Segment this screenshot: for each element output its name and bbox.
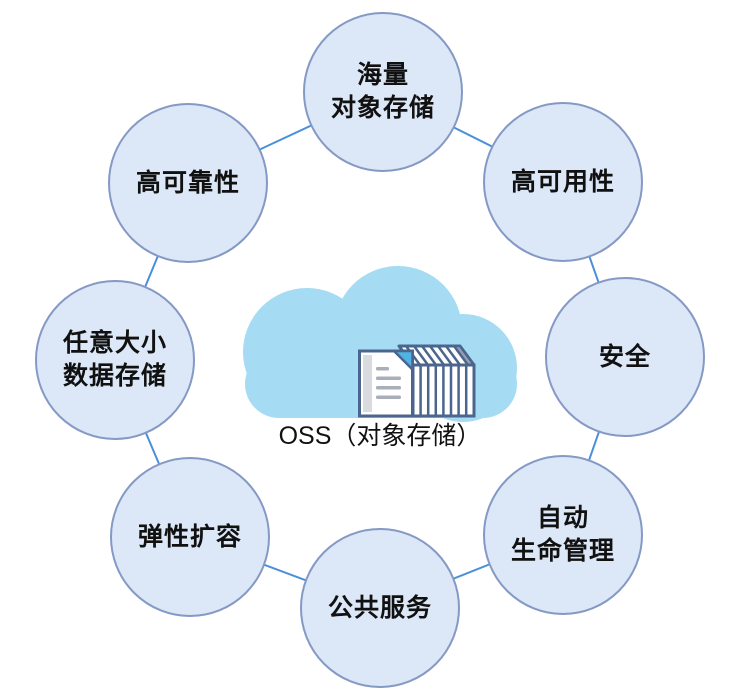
node-label: 高可靠性 — [135, 168, 240, 197]
node-label: 数据存储 — [62, 362, 167, 390]
node-label: 自动 — [536, 504, 589, 532]
node-label: 生命管理 — [510, 537, 615, 565]
node-any-size-data-storage: 任意大小 数据存储 — [35, 280, 195, 440]
node-label: 公共服务 — [327, 593, 432, 622]
node-public-service: 公共服务 — [300, 528, 460, 688]
node-label: 任意大小 — [62, 329, 167, 357]
document-stack-icon — [358, 344, 476, 418]
node-high-availability: 高可用性 — [483, 102, 643, 262]
node-label: 海量 — [356, 61, 409, 89]
node-label: 弹性扩容 — [137, 522, 242, 551]
node-elastic-scaling: 弹性扩容 — [110, 457, 270, 617]
node-label: 对象存储 — [330, 94, 435, 122]
node-auto-lifecycle-management: 自动 生命管理 — [483, 455, 643, 615]
node-massive-object-storage: 海量 对象存储 — [303, 12, 463, 172]
node-high-reliability: 高可靠性 — [108, 103, 268, 263]
folded-corner-accent — [392, 349, 414, 371]
center-caption: OSS（对象存储） — [278, 422, 482, 450]
node-label: 高可用性 — [510, 167, 615, 196]
node-label: 安全 — [598, 342, 651, 371]
node-security: 安全 — [545, 277, 705, 437]
